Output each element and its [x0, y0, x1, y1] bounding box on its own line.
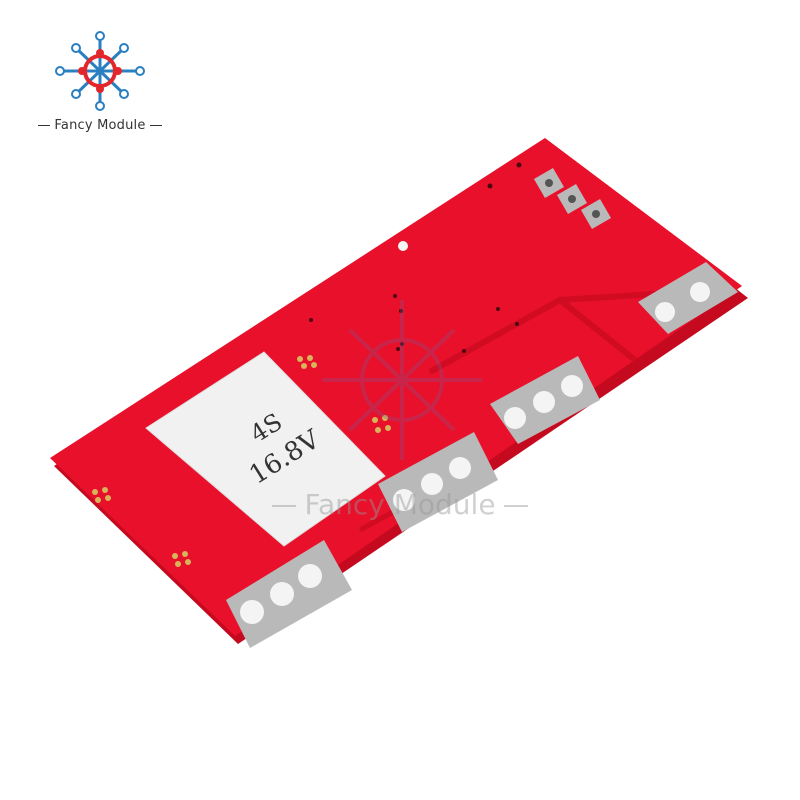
signal-pad — [580, 198, 612, 230]
vias — [309, 162, 522, 353]
signal-pad — [556, 183, 588, 215]
signal-pad — [533, 167, 565, 199]
power-pad — [638, 262, 738, 334]
fiducial — [398, 241, 408, 251]
brand-name: Fancy Module — [30, 118, 170, 133]
brand-logo: Fancy Module — [30, 26, 170, 146]
circuit-logo-icon — [55, 31, 145, 111]
test-pads — [92, 355, 391, 567]
watermark-text: Fancy Module — [250, 488, 550, 521]
watermark-logo-icon — [322, 300, 482, 460]
board-surface — [50, 138, 742, 636]
power-pad — [226, 540, 352, 648]
power-pad — [490, 356, 600, 444]
board-trace — [558, 297, 637, 363]
